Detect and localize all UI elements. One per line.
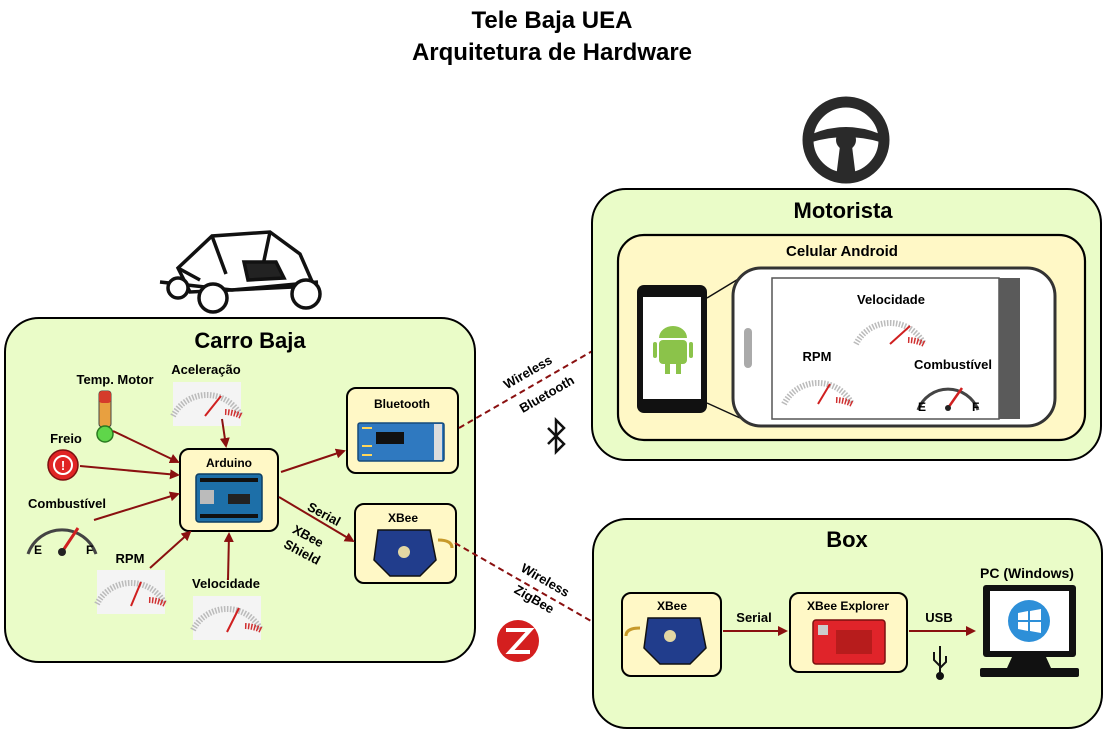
buggy-car-icon (159, 230, 322, 314)
app-rpm-gauge (784, 383, 852, 404)
steering-wheel-icon (802, 96, 890, 184)
xbee-label: XBee (388, 511, 418, 525)
app-velocidade-gauge (856, 323, 924, 344)
app-fuel-gauge: E F (916, 387, 980, 414)
title-line-1: Tele Baja UEA (472, 7, 633, 34)
zigbee-icon (497, 620, 539, 662)
arduino-label: Arduino (206, 456, 252, 470)
svg-text:E: E (34, 543, 42, 557)
velocidade-label: Velocidade (192, 576, 260, 591)
arduino-board-icon (195, 473, 263, 523)
box-title: Box (826, 527, 868, 552)
bluetooth-label: Bluetooth (374, 397, 430, 411)
aceleracao-label: Aceleração (171, 362, 240, 377)
android-phone-icon (637, 285, 707, 413)
bluetooth-wireless-link (458, 337, 617, 429)
rpm-gauge-icon (97, 570, 165, 614)
usb-label: USB (925, 610, 952, 625)
aceleracao-gauge-icon (173, 382, 241, 426)
sensor-arrows (79, 418, 355, 581)
bluetooth-module-icon (357, 422, 445, 462)
svg-text:F: F (86, 543, 93, 557)
app-combustivel-label: Combustível (914, 357, 992, 372)
freio-label: Freio (50, 431, 82, 446)
svg-text:E: E (918, 400, 926, 414)
bluetooth-icon (547, 416, 566, 456)
svg-text:!: ! (61, 458, 65, 473)
app-rpm-label: RPM (803, 349, 832, 364)
xbee-explorer-label: XBee Explorer (807, 599, 889, 613)
box-xbee-module-icon (624, 617, 707, 665)
box-xbee-label: XBee (657, 599, 687, 613)
fuel-gauge-icon: E F (26, 527, 98, 557)
zigbee-wireless-link (454, 542, 614, 634)
android-screen-mockup (731, 266, 1057, 428)
svg-text:F: F (972, 400, 979, 414)
velocidade-gauge-icon (193, 596, 261, 640)
brake-warning-icon: ! (47, 449, 79, 481)
xbee-explorer-board-icon (812, 619, 886, 665)
rpm-label: RPM (116, 551, 145, 566)
temp-motor-label: Temp. Motor (76, 372, 153, 387)
xbee-module-icon (373, 529, 454, 577)
box-serial-label: Serial (736, 610, 771, 625)
carro-baja-title: Carro Baja (194, 328, 306, 353)
title-line-2: Arquitetura de Hardware (412, 39, 692, 66)
pc-monitor-icon (980, 585, 1079, 677)
app-velocidade-label: Velocidade (857, 292, 925, 307)
pc-windows-label: PC (Windows) (980, 565, 1074, 581)
thermometer-icon (96, 390, 114, 443)
combustivel-label: Combustível (28, 496, 106, 511)
motorista-title: Motorista (794, 198, 894, 223)
usb-icon (933, 646, 947, 680)
celular-android-title: Celular Android (786, 243, 898, 260)
